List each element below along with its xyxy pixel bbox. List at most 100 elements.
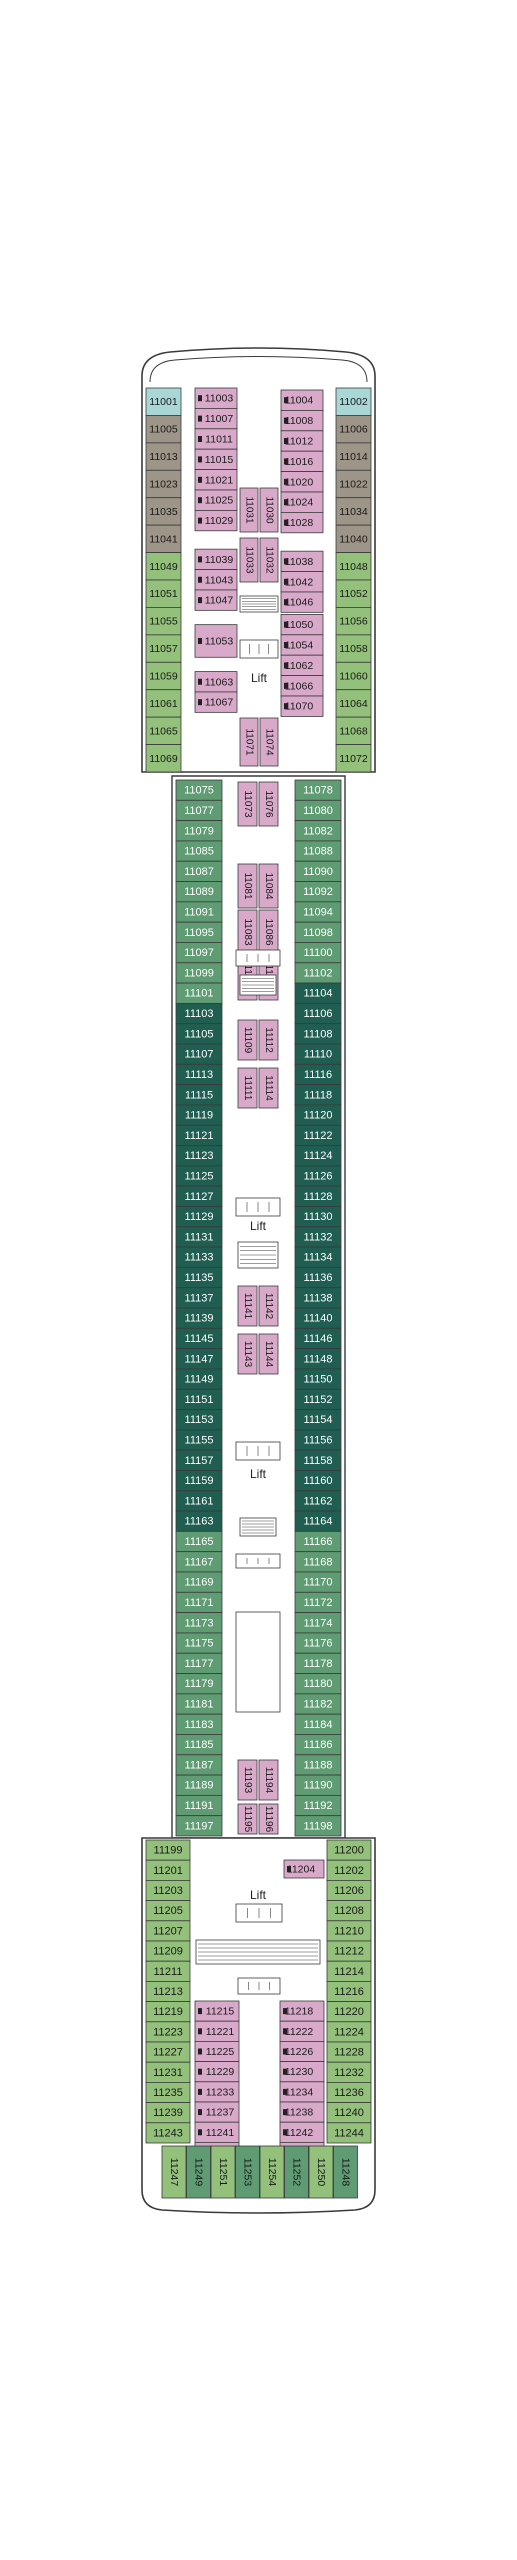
cabin-11234[interactable]: 11234 — [279, 2081, 325, 2103]
cabin-11054[interactable]: 11054 — [280, 634, 324, 656]
cabin-11118[interactable]: 11118 — [294, 1084, 342, 1106]
cabin-11168[interactable]: 11168 — [294, 1551, 342, 1573]
cabin-11242[interactable]: 11242 — [279, 2121, 325, 2143]
cabin-11193[interactable]: 11193 — [237, 1759, 258, 1801]
cabin-11243[interactable]: 11243 — [145, 2122, 191, 2144]
cabin-11148[interactable]: 11148 — [294, 1348, 342, 1370]
cabin-11090[interactable]: 11090 — [294, 860, 342, 882]
cabin-11150[interactable]: 11150 — [294, 1368, 342, 1390]
cabin-11174[interactable]: 11174 — [294, 1612, 342, 1634]
cabin-11195[interactable]: 11195 — [237, 1803, 258, 1835]
cabin-11063[interactable]: 11063 — [194, 671, 238, 693]
cabin-11222[interactable]: 11222 — [279, 2020, 325, 2042]
cabin-11035[interactable]: 11035 — [145, 497, 182, 526]
cabin-11204[interactable]: 11204 — [283, 1859, 325, 1879]
cabin-11141[interactable]: 11141 — [237, 1285, 258, 1327]
cabin-11164[interactable]: 11164 — [294, 1510, 342, 1532]
cabin-11130[interactable]: 11130 — [294, 1206, 342, 1228]
cabin-11060[interactable]: 11060 — [335, 661, 372, 691]
cabin-11149[interactable]: 11149 — [175, 1368, 223, 1390]
cabin-11136[interactable]: 11136 — [294, 1266, 342, 1289]
cabin-11142[interactable]: 11142 — [258, 1285, 279, 1327]
cabin-11250[interactable]: 11250 — [308, 2145, 334, 2199]
cabin-11013[interactable]: 11013 — [145, 442, 182, 471]
cabin-11024[interactable]: 11024 — [280, 491, 324, 513]
cabin-11211[interactable]: 11211 — [145, 1960, 191, 1982]
cabin-11166[interactable]: 11166 — [294, 1530, 342, 1553]
cabin-11123[interactable]: 11123 — [175, 1145, 223, 1167]
cabin-11052[interactable]: 11052 — [335, 579, 372, 608]
cabin-11021[interactable]: 11021 — [194, 469, 238, 491]
cabin-11100[interactable]: 11100 — [294, 942, 342, 964]
cabin-11133[interactable]: 11133 — [175, 1246, 223, 1268]
cabin-11030[interactable]: 11030 — [259, 487, 279, 533]
cabin-11014[interactable]: 11014 — [335, 442, 372, 471]
cabin-11099[interactable]: 11099 — [175, 962, 223, 984]
cabin-11066[interactable]: 11066 — [280, 675, 324, 697]
cabin-11230[interactable]: 11230 — [279, 2061, 325, 2083]
cabin-11145[interactable]: 11145 — [175, 1327, 223, 1350]
cabin-11081[interactable]: 11081 — [237, 863, 258, 909]
cabin-11249[interactable]: 11249 — [186, 2145, 211, 2199]
cabin-11109[interactable]: 11109 — [237, 1019, 258, 1061]
cabin-11128[interactable]: 11128 — [294, 1185, 342, 1207]
cabin-11120[interactable]: 11120 — [294, 1104, 342, 1126]
cabin-11105[interactable]: 11105 — [175, 1023, 223, 1045]
cabin-11077[interactable]: 11077 — [175, 799, 223, 822]
cabin-11061[interactable]: 11061 — [145, 689, 182, 718]
cabin-11048[interactable]: 11048 — [335, 552, 372, 581]
cabin-11192[interactable]: 11192 — [294, 1794, 342, 1817]
cabin-11225[interactable]: 11225 — [194, 2041, 240, 2063]
cabin-11091[interactable]: 11091 — [175, 901, 223, 923]
cabin-11228[interactable]: 11228 — [326, 2041, 372, 2063]
cabin-11254[interactable]: 11254 — [259, 2145, 285, 2199]
cabin-11131[interactable]: 11131 — [175, 1226, 223, 1248]
cabin-11029[interactable]: 11029 — [194, 509, 238, 532]
cabin-11200[interactable]: 11200 — [326, 1839, 372, 1861]
cabin-11042[interactable]: 11042 — [280, 571, 324, 593]
cabin-11079[interactable]: 11079 — [175, 820, 223, 842]
cabin-11012[interactable]: 11012 — [280, 430, 324, 452]
cabin-11057[interactable]: 11057 — [145, 634, 182, 663]
cabin-11205[interactable]: 11205 — [145, 1900, 191, 1922]
cabin-11218[interactable]: 11218 — [279, 2000, 325, 2022]
cabin-11040[interactable]: 11040 — [335, 524, 372, 553]
cabin-11197[interactable]: 11197 — [175, 1815, 223, 1837]
cabin-11162[interactable]: 11162 — [294, 1490, 342, 1512]
cabin-11071[interactable]: 11071 — [239, 717, 259, 767]
cabin-11237[interactable]: 11237 — [194, 2101, 240, 2123]
cabin-11144[interactable]: 11144 — [258, 1333, 279, 1375]
cabin-11094[interactable]: 11094 — [294, 901, 342, 923]
cabin-11119[interactable]: 11119 — [175, 1104, 223, 1126]
cabin-11183[interactable]: 11183 — [175, 1713, 223, 1735]
cabin-11176[interactable]: 11176 — [294, 1632, 342, 1654]
cabin-11047[interactable]: 11047 — [194, 589, 238, 611]
cabin-11075[interactable]: 11075 — [175, 779, 223, 801]
cabin-11167[interactable]: 11167 — [175, 1551, 223, 1573]
cabin-11125[interactable]: 11125 — [175, 1165, 223, 1187]
cabin-11108[interactable]: 11108 — [294, 1023, 342, 1045]
cabin-11213[interactable]: 11213 — [145, 1981, 191, 2003]
cabin-11181[interactable]: 11181 — [175, 1693, 223, 1715]
cabin-11202[interactable]: 11202 — [326, 1859, 372, 1881]
cabin-11227[interactable]: 11227 — [145, 2041, 191, 2063]
cabin-11175[interactable]: 11175 — [175, 1632, 223, 1654]
cabin-11008[interactable]: 11008 — [280, 409, 324, 432]
cabin-11058[interactable]: 11058 — [335, 634, 372, 663]
cabin-11172[interactable]: 11172 — [294, 1591, 342, 1614]
cabin-11073[interactable]: 11073 — [237, 781, 258, 827]
cabin-11055[interactable]: 11055 — [145, 607, 182, 636]
cabin-11138[interactable]: 11138 — [294, 1287, 342, 1309]
cabin-11032[interactable]: 11032 — [259, 537, 279, 583]
cabin-11139[interactable]: 11139 — [175, 1307, 223, 1329]
cabin-11104[interactable]: 11104 — [294, 982, 342, 1004]
cabin-11098[interactable]: 11098 — [294, 921, 342, 943]
cabin-11158[interactable]: 11158 — [294, 1449, 342, 1471]
cabin-11146[interactable]: 11146 — [294, 1327, 342, 1350]
cabin-11129[interactable]: 11129 — [175, 1206, 223, 1228]
cabin-11163[interactable]: 11163 — [175, 1510, 223, 1532]
cabin-11023[interactable]: 11023 — [145, 469, 182, 499]
cabin-11102[interactable]: 11102 — [294, 962, 342, 984]
cabin-11020[interactable]: 11020 — [280, 471, 324, 493]
cabin-11103[interactable]: 11103 — [175, 1002, 223, 1025]
